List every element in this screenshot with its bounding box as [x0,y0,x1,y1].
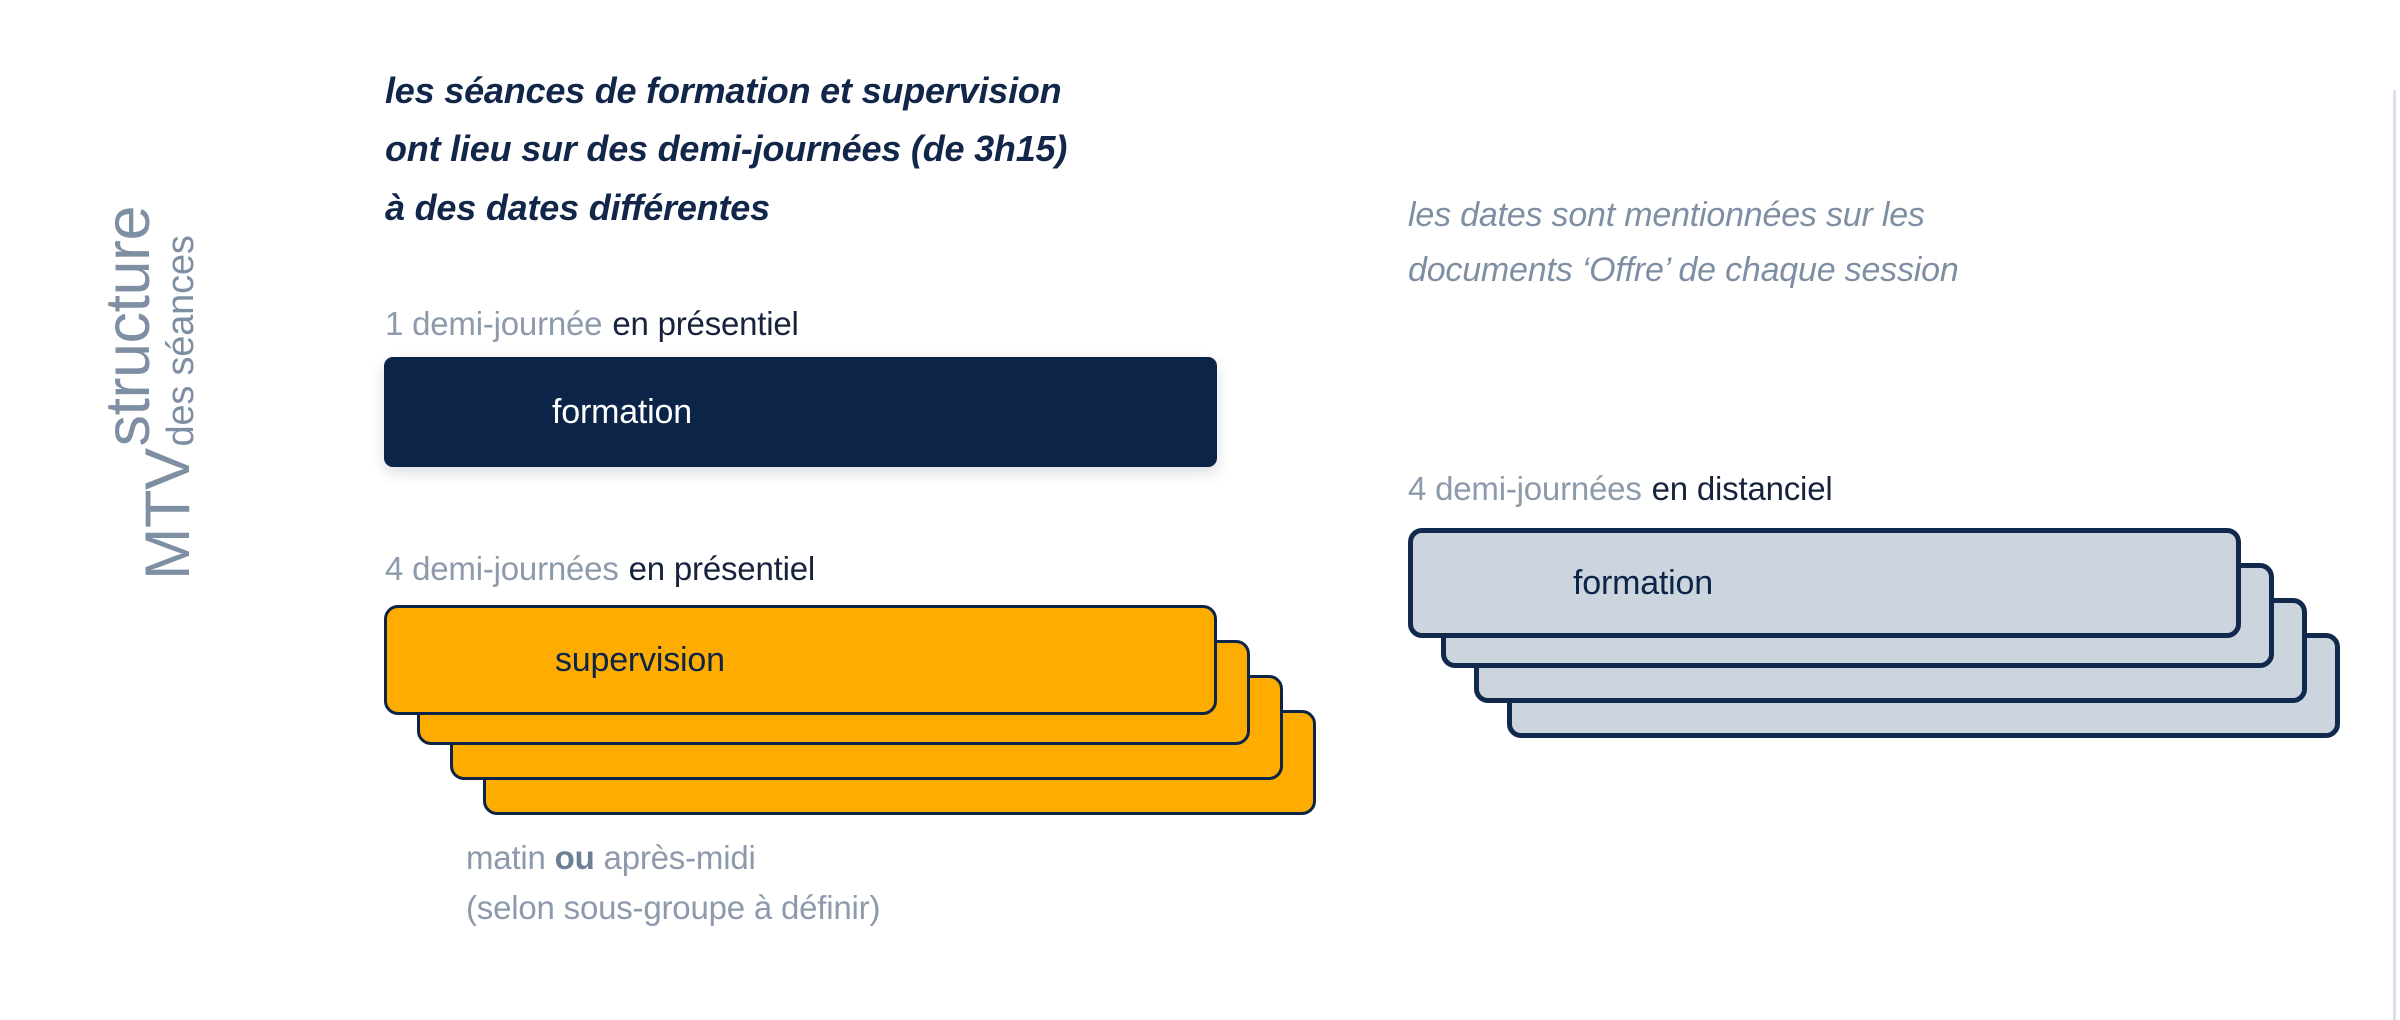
headline-line-1: les séances de formation et supervision [385,70,1062,111]
card-stack-formation-distanciel: formation [1408,528,2358,748]
dates-note-line-1: les dates sont mentionnées sur les [1408,196,1925,234]
dates-note-line-2: documents ‘Offre’ de chaque session [1408,251,1959,290]
card-stack-supervision: supervision [384,605,1334,825]
headline-line-2: ont lieu sur des demi-journées (de 3h15) [385,128,1068,170]
footnote-line-1: matin ou après-midi [466,833,880,883]
caption-count: 4 demi-journées [1408,470,1642,507]
card-supervision-1[interactable]: supervision [384,605,1217,715]
section-title-stack: structure des séances [93,205,202,447]
footnote-text-a: matin [466,839,555,876]
headline: les séances de formation et supervision … [385,62,1067,237]
caption-count: 4 demi-journées [385,550,619,587]
dates-note: les dates sont mentionnées sur les docum… [1408,188,1959,298]
card-label: formation [552,392,692,431]
card-label: supervision [555,640,725,679]
supervision-footnote: matin ou après-midi (selon sous-groupe à… [466,833,880,932]
caption-mode: en distanciel [1651,470,1833,507]
caption-mode: en présentiel [628,550,816,587]
brand-label: MTV [133,448,203,580]
card-formation-presentiel[interactable]: formation [384,357,1217,467]
card-label: formation [1573,563,1713,602]
caption-count: 1 demi-journée [385,305,603,342]
right-edge-rule [2393,90,2396,1020]
footnote-emphasis: ou [554,839,595,876]
vertical-section-label: MTV structure des séances [60,130,203,580]
footnote-line-2: (selon sous-groupe à définir) [466,888,881,926]
caption-mode: en présentiel [612,305,799,342]
headline-line-3: à des dates différentes [385,186,770,228]
section-title-line1: structure [93,205,163,447]
section-title-line2: des séances [160,235,202,447]
card-formation-distanciel-1[interactable]: formation [1408,528,2241,638]
footnote-text-c: après-midi [594,839,756,876]
